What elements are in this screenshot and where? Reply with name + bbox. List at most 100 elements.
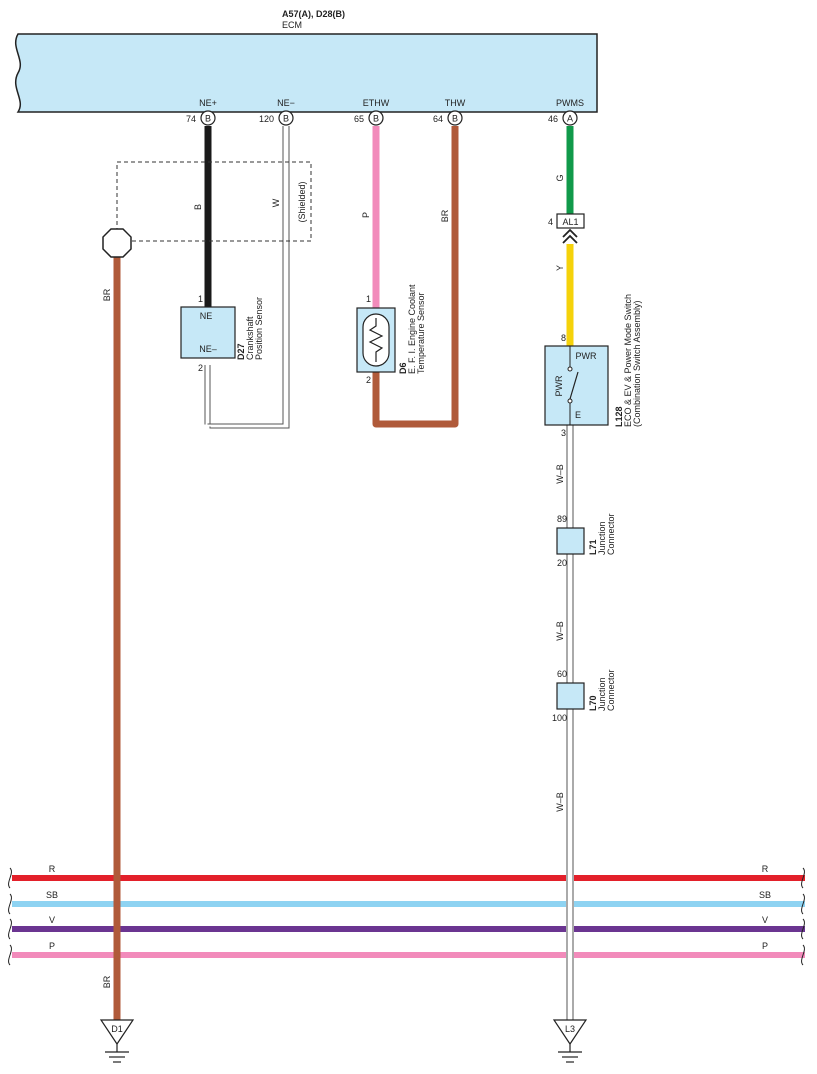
l70-pin-bottom: 100 (552, 713, 567, 723)
bus-label-right: R (762, 864, 769, 874)
bus-label-right: P (762, 941, 768, 951)
wire-label-ground-br: BR (102, 288, 112, 301)
pin-thw-circle: B (447, 110, 463, 126)
l128-label-pwr-side: PWR (554, 375, 564, 396)
pin-num-ne-minus: 120 (259, 114, 274, 124)
l71-junction-connector (556, 527, 585, 555)
pin-num-ne-plus: 74 (186, 114, 196, 124)
pin-num-thw: 64 (433, 114, 443, 124)
bus-lines: R R SB SB V V P P (8, 864, 805, 966)
pin-name-ethw: ETHW (363, 98, 390, 108)
d6-name-line1: E. F. I. Engine Coolant (407, 284, 417, 374)
wire-label-ethw: P (361, 212, 371, 218)
shielded-label: (Shielded) (297, 181, 307, 222)
pin-ne-plus-circle: B (200, 110, 216, 126)
pin-num-ethw: 65 (354, 114, 364, 124)
ecm-name-label: ECM (282, 20, 302, 30)
l71-pin-top: 89 (557, 514, 567, 524)
svg-text:B: B (205, 114, 211, 124)
d27-pin-bottom: 2 (198, 363, 203, 373)
svg-text:B: B (452, 114, 458, 124)
svg-text:A: A (567, 114, 573, 124)
svg-text:B: B (373, 114, 379, 124)
l70-pin-top: 60 (557, 669, 567, 679)
inline-connector-pin: 4 (548, 217, 553, 227)
l71-name-line1: Junction (597, 521, 607, 555)
pin-pwms-circle: A (562, 110, 578, 126)
l128-label-e: E (575, 410, 581, 420)
shield-ground-splice-icon (102, 228, 132, 258)
l128-label-pwr-top: PWR (576, 351, 597, 361)
l71-name-line2: Connector (606, 513, 616, 555)
l128-power-mode-switch: PWR PWR E (544, 345, 609, 426)
wire-label-switch-feed: Y (555, 265, 565, 271)
inline-connector-label: AL1 (562, 217, 578, 227)
shield-box (116, 161, 312, 242)
d27-id: D27 (236, 343, 246, 360)
l70-name-line1: Junction (597, 677, 607, 711)
l71-pin-bottom: 20 (557, 558, 567, 568)
bus-break-mark (8, 893, 12, 915)
wire-label-wb2: W–B (555, 621, 565, 641)
ground-l3-label: L3 (565, 1024, 575, 1034)
bus-label-left: V (49, 915, 55, 925)
l70-junction-connector (556, 682, 585, 710)
wire-label-thw: BR (440, 209, 450, 222)
inline-connector-al1: AL1 (556, 213, 585, 244)
d27-crankshaft-sensor: NE NE– (180, 306, 236, 359)
d6-coolant-temp-sensor (356, 307, 396, 373)
d6-pin-top: 1 (366, 294, 371, 304)
pin-ethw-circle: B (368, 110, 384, 126)
wire-wb-crossing (566, 860, 574, 965)
ground-l3-icon: L3 (552, 1019, 588, 1063)
bus-label-right: SB (759, 890, 771, 900)
bus-break-mark (801, 893, 805, 915)
ground-d1-icon: D1 (99, 1019, 135, 1063)
l128-pin-top: 8 (561, 333, 566, 343)
svg-text:B: B (283, 114, 289, 124)
wire-label-wb1: W–B (555, 464, 565, 484)
pin-ne-minus-circle: B (278, 110, 294, 126)
pin-name-thw: THW (445, 98, 466, 108)
d6-id: D6 (398, 362, 408, 374)
bus-break-mark (8, 918, 12, 940)
pin-name-ne-minus: NE− (277, 98, 295, 108)
pin-num-pwms: 46 (548, 114, 558, 124)
bus-label-right: V (762, 915, 768, 925)
wire-label-ne-plus: B (193, 204, 203, 210)
ground-d1-label: D1 (111, 1024, 123, 1034)
d27-name-line1: Crankshaft (245, 316, 255, 360)
wire-label-wb3: W–B (555, 792, 565, 812)
bus-label-left: P (49, 941, 55, 951)
wire-label-pwms: G (555, 174, 565, 181)
pin-name-pwms: PWMS (556, 98, 584, 108)
l128-pin-bottom: 3 (561, 428, 566, 438)
wire-ne-minus (204, 126, 290, 429)
l70-name-line2: Connector (606, 669, 616, 711)
bus-break-mark (801, 867, 805, 889)
d27-name-line2: Position Sensor (254, 297, 264, 360)
l128-id: L128 (614, 406, 624, 427)
d27-label-bottom: NE– (199, 344, 217, 354)
wire-label-ne-minus: W (271, 198, 281, 207)
d27-pin-top: 1 (198, 294, 203, 304)
pin-name-ne-plus: NE+ (199, 98, 217, 108)
l71-id: L71 (588, 539, 598, 555)
l128-name-line1: ECO & EV & Power Mode Switch (623, 294, 633, 427)
bus-label-left: R (49, 864, 56, 874)
d6-pin-bottom: 2 (366, 375, 371, 385)
l128-name-line2: (Combination Switch Assembly) (632, 300, 642, 427)
ecm-connectors-label: A57(A), D28(B) (282, 9, 345, 19)
bus-break-mark (801, 944, 805, 966)
l70-id: L70 (588, 695, 598, 711)
ecm-box (15, 33, 598, 113)
wire-label-ground-br-bottom: BR (102, 975, 112, 988)
bus-break-mark (8, 867, 12, 889)
wire-thw (372, 126, 459, 428)
bus-label-left: SB (46, 890, 58, 900)
d6-name-line2: Temperature Sensor (416, 292, 426, 374)
d27-label-top: NE (200, 311, 213, 321)
bus-break-mark (8, 944, 12, 966)
bus-break-mark (801, 918, 805, 940)
